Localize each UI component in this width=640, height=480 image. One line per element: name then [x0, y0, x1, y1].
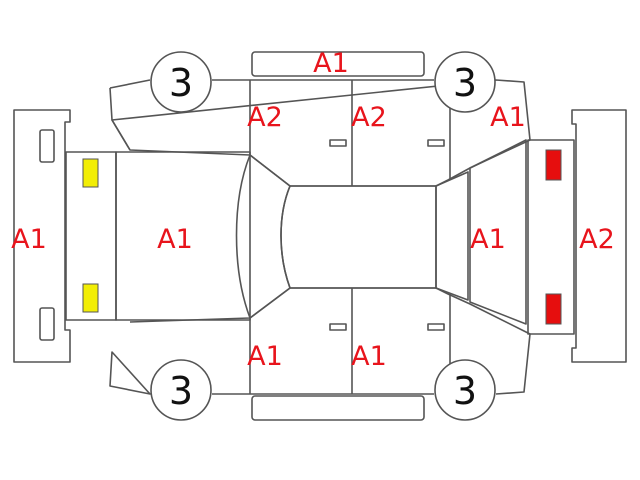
wheel-rear-right: 3 — [434, 359, 496, 421]
upper-side-outline — [109, 87, 131, 151]
label-front-door-upper: A2 — [247, 102, 283, 133]
lower-side-body — [109, 287, 531, 395]
label-rear-quarter-upper: A1 — [490, 102, 526, 133]
front-bumper-slot-bottom — [39, 307, 55, 341]
label-trunk: A1 — [470, 224, 506, 255]
label-rear-bumper: A2 — [579, 224, 615, 255]
wheel-front-left: 3 — [150, 51, 212, 113]
wheel-rear-right-count: 3 — [453, 369, 477, 413]
rear-door-handle-top — [427, 139, 445, 147]
wheel-rear-left-count: 3 — [169, 369, 193, 413]
label-front-door-lower: A1 — [247, 341, 283, 372]
taillight-marker-bottom — [545, 293, 562, 325]
top-side-strip — [251, 51, 425, 77]
headlight-marker-bottom — [82, 283, 99, 313]
rear-light-panel — [527, 139, 575, 335]
label-roof-strip-top: A1 — [313, 48, 349, 79]
label-hood: A1 — [157, 224, 193, 255]
taillight-marker-top — [545, 149, 562, 181]
rear-door-handle-bottom — [427, 323, 445, 331]
front-door-handle-bottom — [329, 323, 347, 331]
front-bumper-panel — [13, 109, 71, 363]
front-bumper-slot-top — [39, 129, 55, 163]
label-rear-door-lower: A1 — [351, 341, 387, 372]
rear-bumper-panel — [571, 109, 627, 363]
trunk-panel — [469, 139, 527, 325]
wheel-rear-left: 3 — [150, 359, 212, 421]
wheel-front-left-count: 3 — [169, 61, 193, 105]
rear-window — [435, 171, 469, 301]
headlight-marker-top — [82, 158, 99, 188]
wheel-front-right: 3 — [434, 51, 496, 113]
label-front-bumper: A1 — [11, 224, 47, 255]
roof-panel — [280, 185, 437, 289]
front-door-handle-top — [329, 139, 347, 147]
label-rear-door-upper: A2 — [351, 102, 387, 133]
wheel-front-right-count: 3 — [453, 61, 477, 105]
bottom-side-strip — [251, 395, 425, 421]
